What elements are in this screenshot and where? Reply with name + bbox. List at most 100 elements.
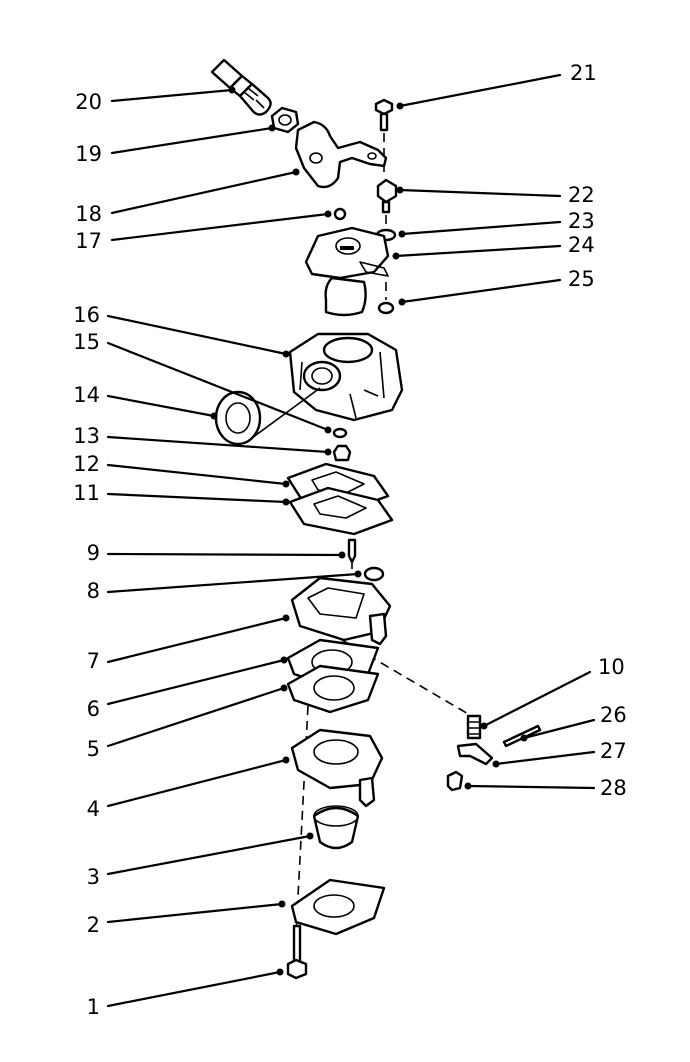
leader-line-15	[106, 341, 330, 432]
part-25-seal	[377, 301, 395, 315]
leader-dot-24	[392, 252, 400, 260]
leader-dot-16	[282, 350, 290, 358]
leader-line-26	[522, 718, 596, 740]
leader-line-16	[106, 314, 288, 356]
callout-label-9: 9	[87, 541, 100, 565]
leader-dot-17	[324, 210, 332, 218]
leader-dot-26	[520, 734, 528, 742]
leader-line-7	[106, 616, 288, 664]
callout-label-21: 21	[570, 61, 597, 85]
leader-line-22	[398, 188, 562, 198]
part-9-inlet-needle	[347, 538, 357, 564]
callout-label-2: 2	[87, 913, 100, 937]
part-24-throttle-body	[304, 226, 390, 317]
assembly-axis	[341, 639, 471, 716]
callout-label-28: 28	[600, 776, 627, 800]
leader-line-14	[106, 394, 216, 418]
leader-line-23	[400, 220, 562, 236]
callout-label-23: 23	[568, 209, 595, 233]
leader-line-21	[398, 73, 562, 108]
part-2-cover-plate	[290, 878, 386, 936]
leader-dot-27	[492, 760, 500, 768]
part-8-filter-screen	[363, 566, 385, 582]
leader-dot-18	[292, 168, 300, 176]
part-21-screw	[374, 98, 394, 132]
callout-label-25: 25	[568, 267, 595, 291]
leader-dot-3	[306, 832, 314, 840]
part-1-screw	[286, 924, 308, 980]
leader-line-8	[106, 572, 360, 594]
callout-label-3: 3	[87, 865, 100, 889]
callout-label-26: 26	[600, 703, 627, 727]
leader-dot-11	[282, 498, 290, 506]
callout-label-1: 1	[87, 995, 100, 1019]
leader-dot-8	[354, 570, 362, 578]
leader-dot-25	[398, 298, 406, 306]
leader-dot-9	[338, 551, 346, 559]
part-14-seal-ring	[214, 387, 321, 446]
leader-line-20	[110, 88, 234, 103]
leader-line-24	[394, 244, 562, 258]
leader-dot-2	[278, 900, 286, 908]
part-10-spring	[466, 714, 482, 740]
callout-label-13: 13	[73, 424, 100, 448]
leader-dot-21	[396, 102, 404, 110]
part-7-pump-body	[290, 576, 392, 646]
leader-dot-5	[280, 684, 288, 692]
callout-label-22: 22	[568, 183, 595, 207]
part-16-carburetor-body	[288, 332, 404, 422]
callout-label-4: 4	[87, 797, 100, 821]
part-20-adjust-screw	[210, 58, 272, 116]
callout-label-6: 6	[87, 697, 100, 721]
leader-line-28	[466, 784, 596, 790]
leader-line-25	[400, 278, 562, 304]
leader-line-13	[106, 435, 330, 454]
leader-dot-23	[398, 230, 406, 238]
part-28-screw	[446, 770, 464, 792]
callout-label-8: 8	[87, 579, 100, 603]
leader-line-2	[106, 902, 284, 924]
leader-dot-7	[282, 614, 290, 622]
callout-label-14: 14	[73, 383, 100, 407]
leader-line-3	[106, 834, 312, 876]
callout-label-24: 24	[568, 233, 595, 257]
leader-line-11	[106, 492, 288, 504]
part-4-metering-cover	[290, 728, 384, 808]
leader-dot-13	[324, 448, 332, 456]
part-17-plug	[333, 207, 347, 221]
callout-label-18: 18	[75, 202, 102, 226]
leader-line-4	[106, 758, 288, 808]
leader-line-10	[482, 670, 592, 728]
callout-label-17: 17	[75, 229, 102, 253]
part-22-idle-screw	[376, 178, 398, 214]
part-19-nut	[270, 106, 300, 134]
leader-dot-19	[268, 124, 276, 132]
callout-label-11: 11	[73, 481, 100, 505]
leader-dot-10	[480, 722, 488, 730]
leader-dot-14	[210, 412, 218, 420]
part-15-o-ring	[332, 427, 348, 439]
leader-dot-22	[396, 186, 404, 194]
leader-dot-15	[324, 426, 332, 434]
part-3-primer-bulb	[312, 805, 360, 850]
leader-dot-28	[464, 782, 472, 790]
leader-line-18	[110, 170, 298, 215]
callout-label-5: 5	[87, 737, 100, 761]
part-5-gasket	[286, 664, 380, 714]
leader-line-27	[494, 750, 596, 766]
callout-label-27: 27	[600, 739, 627, 763]
part-18-throttle-lever	[294, 120, 388, 189]
leader-line-6	[106, 658, 286, 706]
callout-label-10: 10	[598, 655, 625, 679]
leader-line-9	[106, 552, 344, 557]
leader-line-1	[106, 970, 282, 1008]
callout-label-20: 20	[75, 90, 102, 114]
leader-dot-20	[228, 86, 236, 94]
leader-dot-12	[282, 480, 290, 488]
leader-dot-1	[276, 968, 284, 976]
callout-label-15: 15	[73, 330, 100, 354]
leader-dot-6	[280, 656, 288, 664]
leader-line-17	[110, 212, 330, 242]
callout-label-16: 16	[73, 303, 100, 327]
